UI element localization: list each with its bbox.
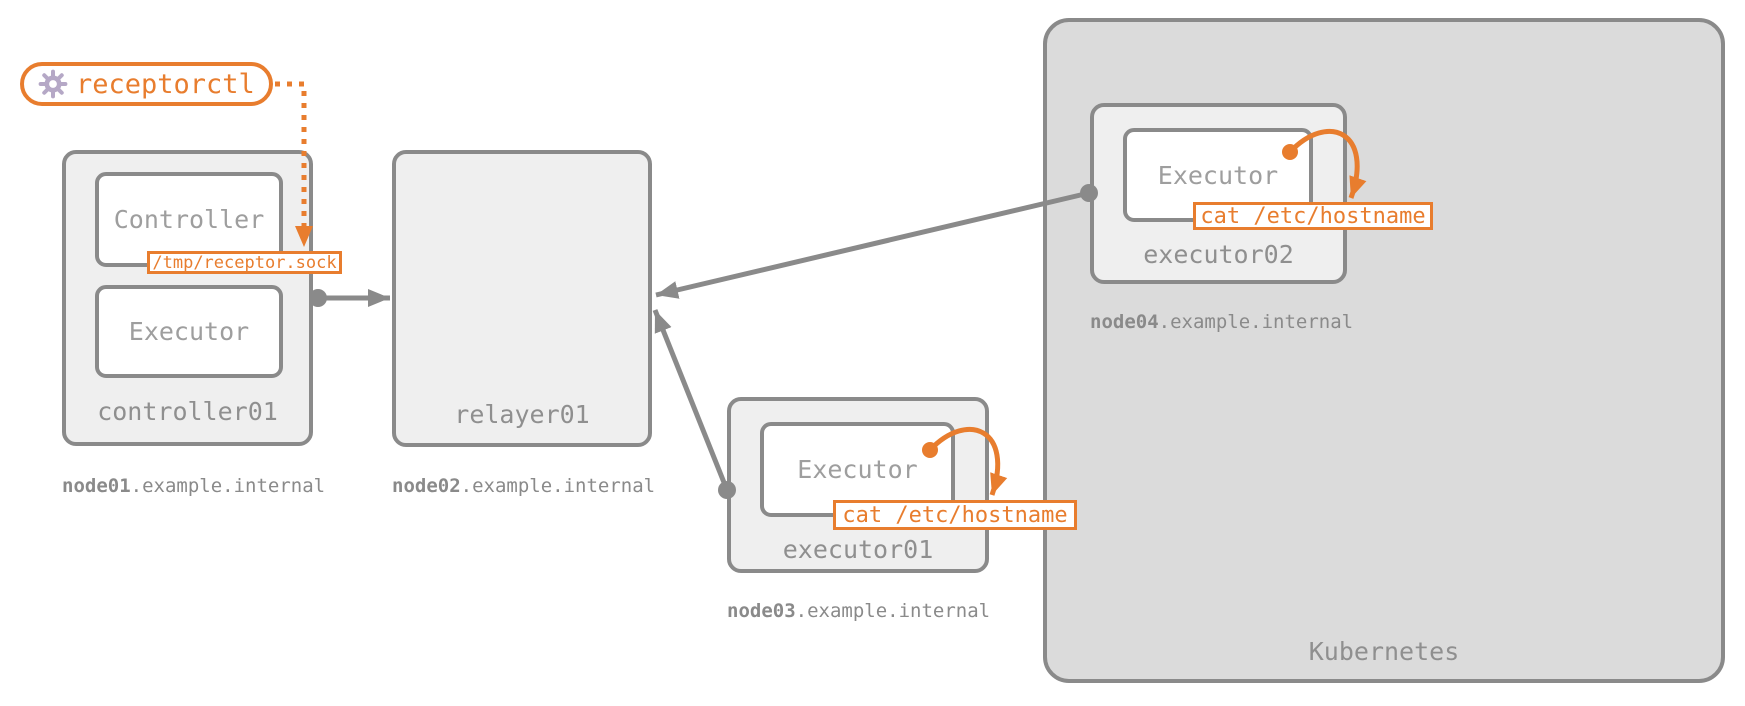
node-executor01-name: executor01 (782, 535, 934, 564)
node-executor02-name: executor02 (1143, 240, 1294, 269)
host-label-node02: node02.example.internal (392, 475, 656, 497)
socket-path-label: /tmp/receptor.sock (147, 251, 342, 274)
command-label-executor01: cat /etc/hostname (833, 500, 1077, 530)
process-controller-label: Controller (113, 205, 265, 234)
node-controller01-name: controller01 (97, 397, 278, 426)
command-label-executor02: cat /etc/hostname (1193, 202, 1433, 230)
receptorctl-label: receptorctl (76, 68, 255, 100)
host-label-node04: node04.example.internal (1090, 311, 1353, 333)
host-node04-bold: node04 (1090, 311, 1159, 333)
host-label-node01: node01.example.internal (62, 475, 325, 497)
node-relayer01-name: relayer01 (454, 400, 590, 429)
gear-icon (38, 69, 68, 99)
host-node01-bold: node01 (62, 475, 131, 497)
edge-executor01-relayer01 (652, 309, 736, 499)
host-label-node03: node03.example.internal (727, 600, 991, 622)
node-relayer01 (392, 150, 652, 447)
process-executor-controller01: Executor (95, 285, 283, 378)
receptorctl-pill: receptorctl (20, 62, 273, 106)
host-node04-rest: .example.internal (1158, 311, 1354, 333)
host-node02-bold: node02 (392, 475, 461, 497)
edge-executor02-relayer01 (655, 184, 1098, 299)
host-node03-rest: .example.internal (795, 600, 991, 622)
host-node02-rest: .example.internal (460, 475, 656, 497)
host-node03-bold: node03 (727, 600, 796, 622)
host-node01-rest: .example.internal (130, 475, 326, 497)
process-executor-executor02-label: Executor (1157, 160, 1279, 190)
process-executor-executor01-label: Executor (797, 455, 918, 484)
process-executor-controller01-label: Executor (128, 317, 250, 346)
edge-controller01-relayer01 (309, 289, 390, 307)
kubernetes-label: Kubernetes (1308, 637, 1460, 666)
